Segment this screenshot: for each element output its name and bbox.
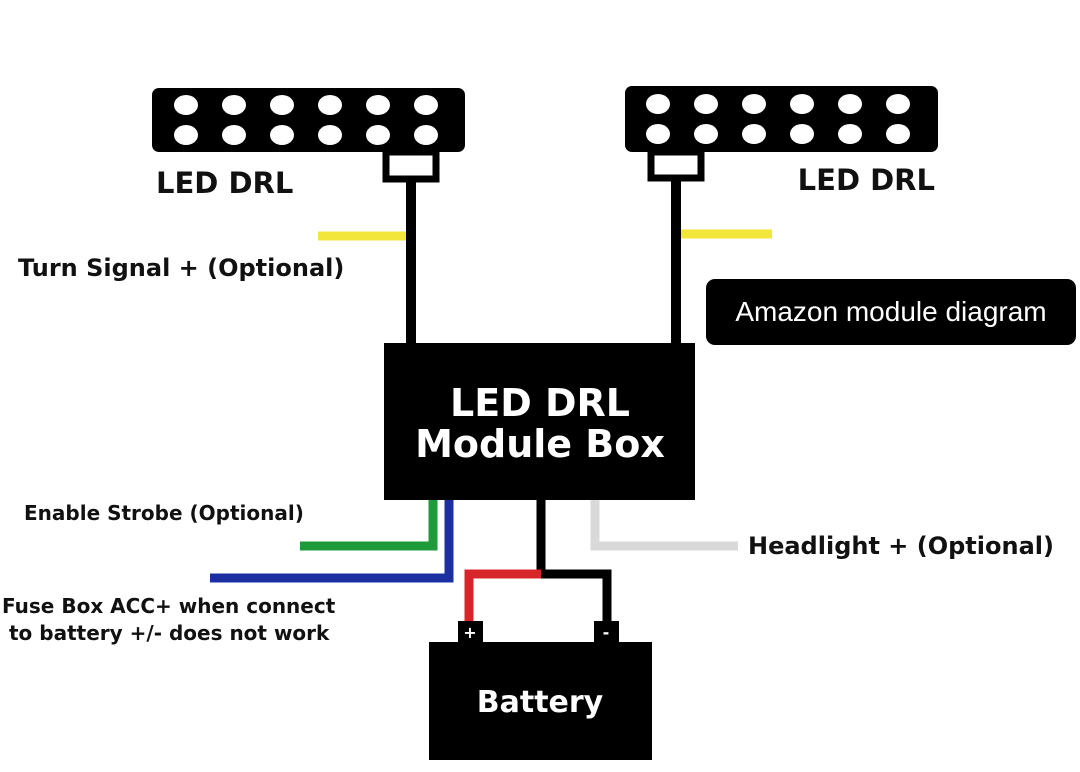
right-led-dot	[742, 124, 766, 144]
right-led-dot	[838, 94, 862, 114]
left-led-dot	[270, 95, 294, 115]
fuse-box-acc-wire	[210, 500, 454, 583]
right-led-drl: LED DRL	[625, 86, 938, 197]
positive-terminal-symbol: +	[463, 623, 476, 642]
enable-strobe-wire	[300, 500, 438, 551]
right-led-dot	[694, 124, 718, 144]
turn-signal-label: Turn Signal + (Optional)	[18, 254, 344, 282]
left-led-dots	[174, 95, 438, 145]
fuse-box-label-line1: Fuse Box ACC+ when connect	[2, 594, 336, 618]
left-led-dot	[318, 125, 342, 145]
left-led-dot	[318, 95, 342, 115]
right-led-dot	[646, 124, 670, 144]
caption-badge: Amazon module diagram	[706, 279, 1076, 345]
right-drl-connector	[647, 148, 705, 182]
left-led-dot	[222, 125, 246, 145]
battery-negative-terminal	[594, 621, 619, 643]
left-led-dot	[174, 125, 198, 145]
led-drl-module-box	[384, 343, 695, 500]
right-led-dot	[838, 124, 862, 144]
right-led-dot	[694, 94, 718, 114]
right-led-dot	[886, 94, 910, 114]
module-box-title-line1: LED DRL	[450, 381, 630, 425]
right-led-dot	[790, 94, 814, 114]
left-drl-label: LED DRL	[156, 166, 293, 200]
left-led-dot	[366, 125, 390, 145]
right-led-dots	[646, 94, 910, 144]
battery-positive-wire	[464, 569, 541, 622]
enable-strobe-label: Enable Strobe (Optional)	[24, 501, 304, 525]
left-led-dot	[270, 125, 294, 145]
headlight-wire	[590, 500, 738, 551]
battery-label: Battery	[477, 685, 604, 720]
module-box-title-line2: Module Box	[415, 422, 665, 466]
left-led-dot	[414, 95, 438, 115]
right-drl-label: LED DRL	[798, 163, 935, 197]
battery-body	[429, 642, 652, 760]
left-led-drl: LED DRL	[152, 88, 465, 200]
battery: + - Battery	[429, 621, 652, 760]
headlight-label: Headlight + (Optional)	[748, 532, 1054, 560]
fuse-box-label-line2: to battery +/- does not work	[9, 621, 330, 645]
battery-negative-wire	[541, 569, 612, 622]
right-led-dot	[742, 94, 766, 114]
left-led-dot	[414, 125, 438, 145]
right-led-dot	[790, 124, 814, 144]
left-drl-connector	[382, 148, 440, 183]
battery-positive-terminal	[458, 621, 483, 643]
left-led-dot	[174, 95, 198, 115]
negative-terminal-symbol: -	[603, 623, 610, 642]
left-led-dot	[222, 95, 246, 115]
left-led-dot	[366, 95, 390, 115]
right-led-dot	[646, 94, 670, 114]
right-led-dot	[886, 124, 910, 144]
